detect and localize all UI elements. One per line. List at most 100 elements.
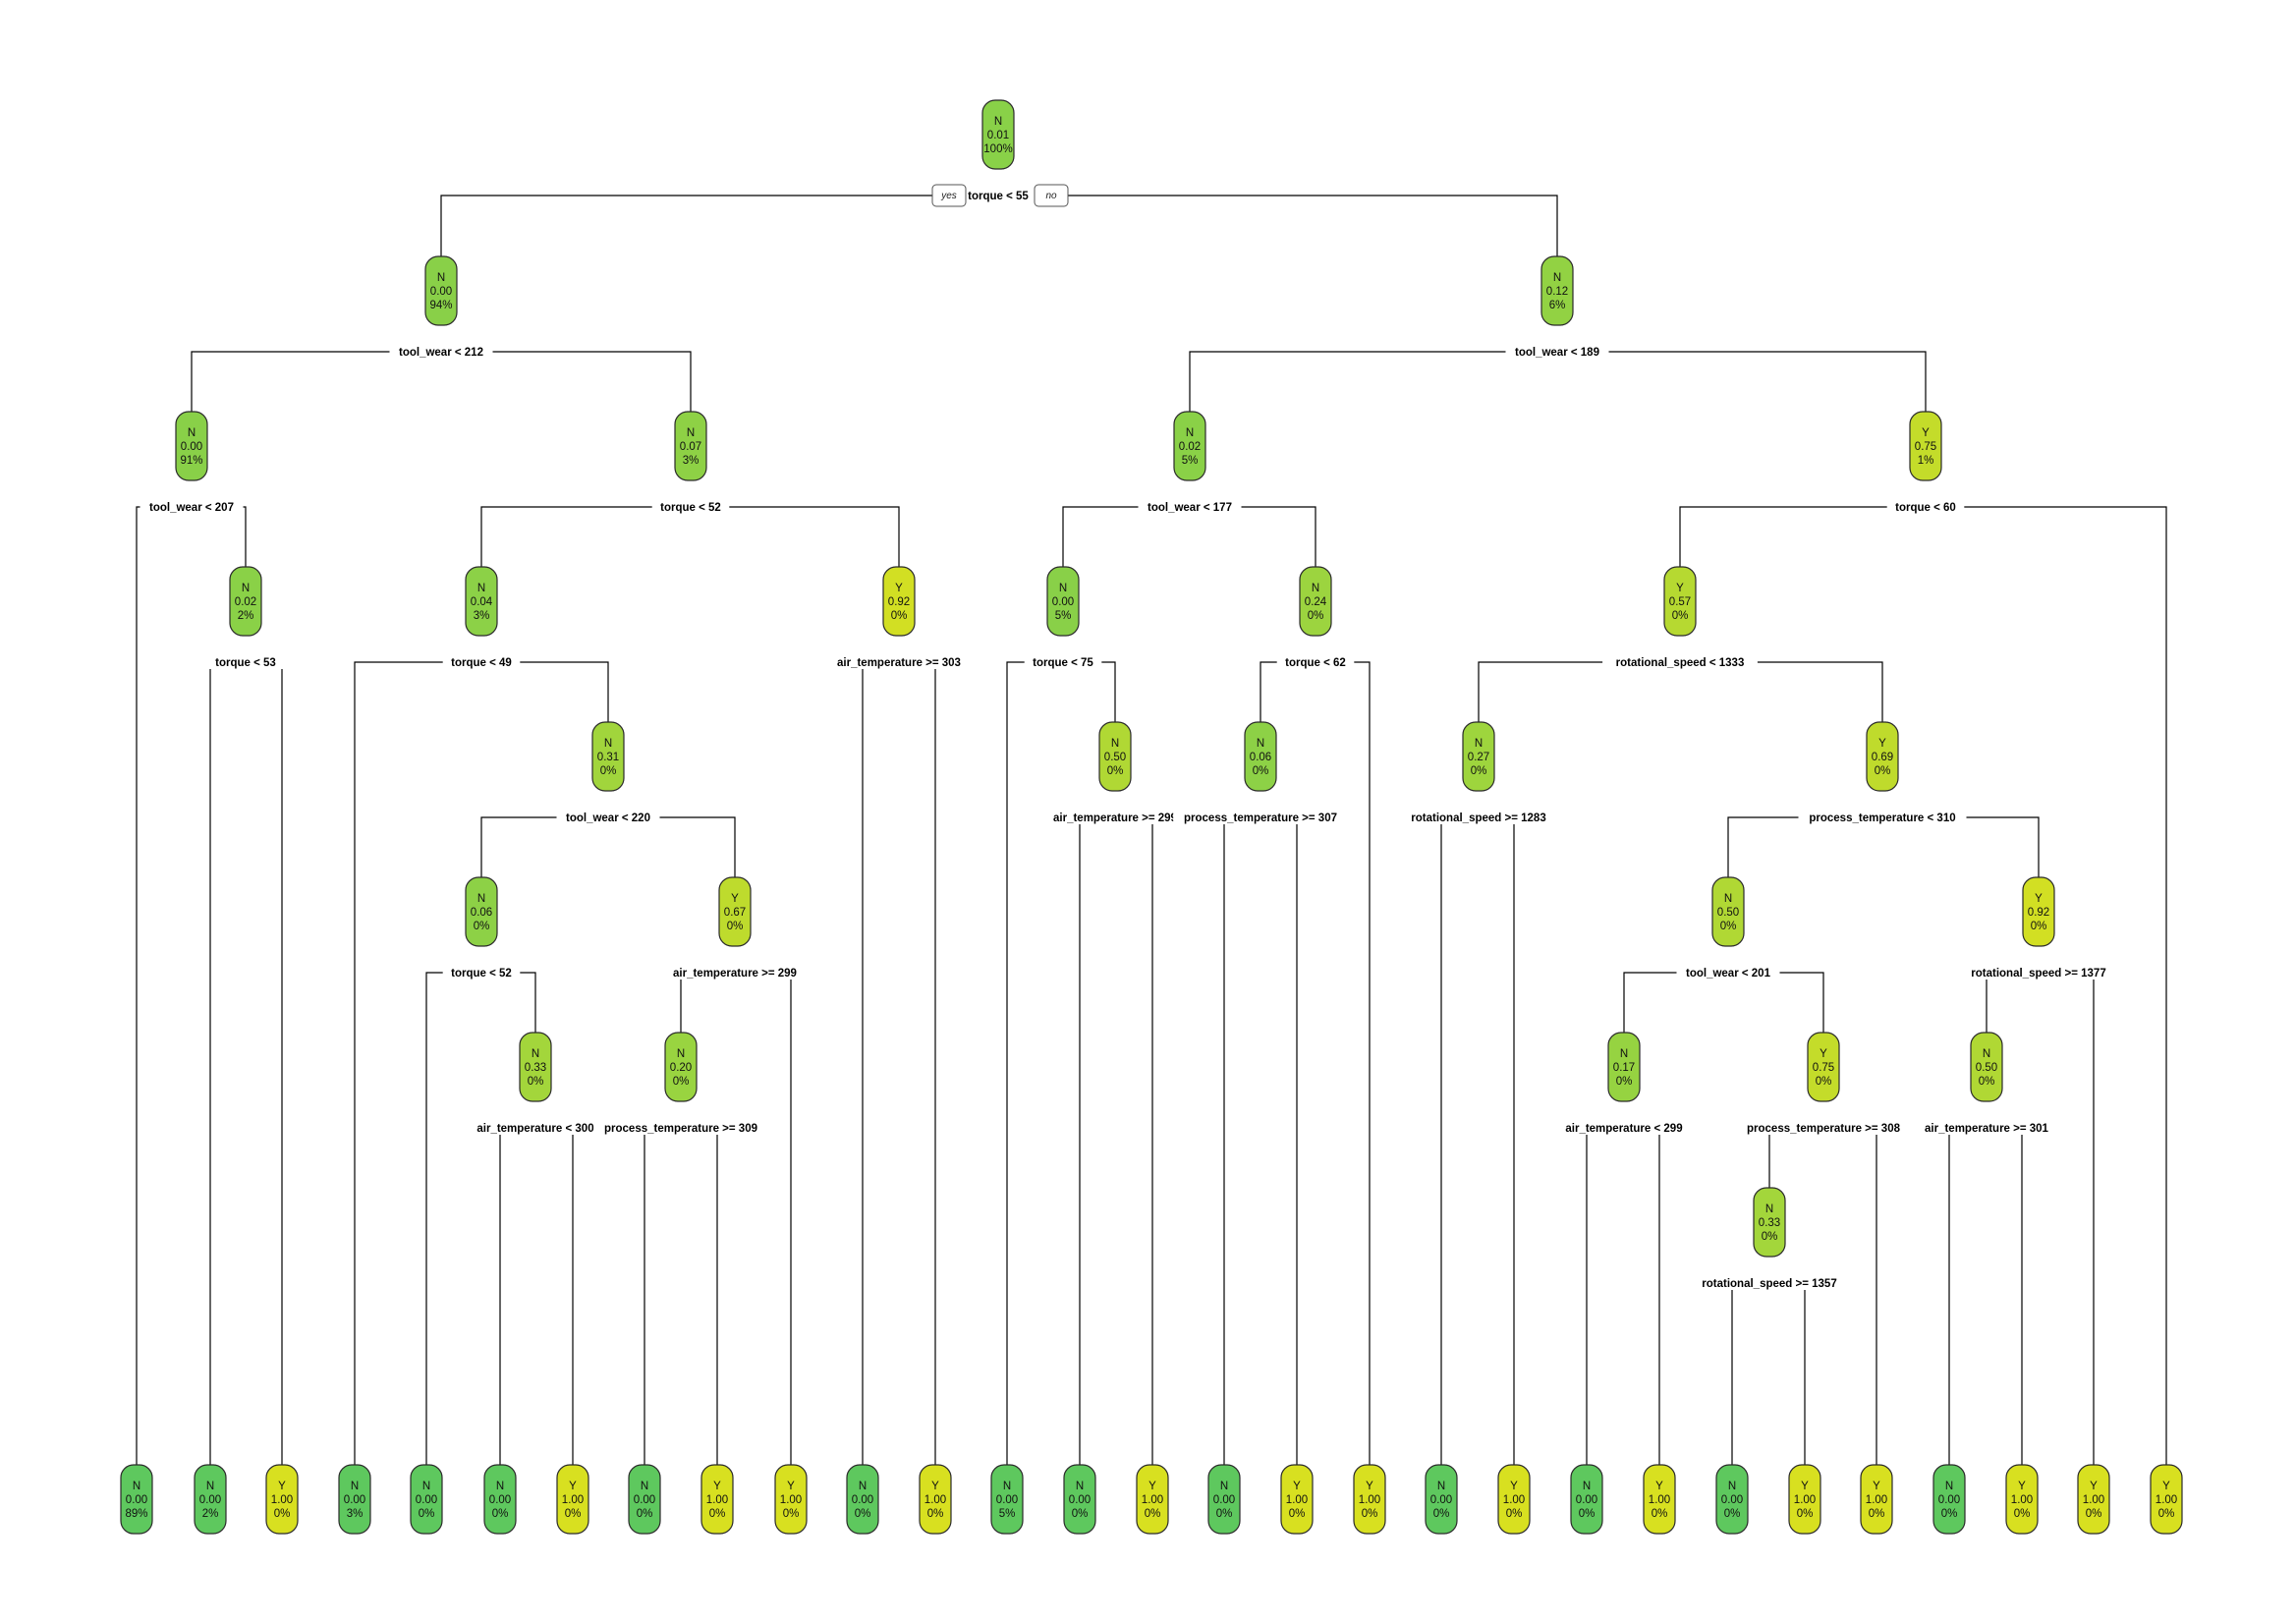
node-class-label: Y (1873, 1481, 1880, 1492)
tree-node-59: Y0.920% (2022, 876, 2055, 947)
node-class-label: Y (2090, 1481, 2098, 1492)
node-probability: 0.31 (597, 752, 619, 763)
tree-node-26: N0.060% (1244, 721, 1277, 792)
node-class-label: N (994, 116, 1002, 128)
node-class-label: Y (278, 1481, 286, 1492)
tree-node-234: N0.330% (1753, 1187, 1786, 1258)
node-probability: 0.27 (1468, 752, 1489, 763)
tree-edge-85 (499, 1127, 574, 1465)
node-probability: 0.00 (344, 1494, 365, 1506)
tree-edge-12 (1006, 661, 1116, 1465)
leaf-node-27: Y1.000% (1353, 1464, 1386, 1535)
tree-node-5: N0.073% (674, 411, 707, 481)
node-class-label: Y (1878, 738, 1886, 750)
node-probability: 0.00 (1213, 1494, 1235, 1506)
node-class-label: N (1620, 1048, 1628, 1060)
node-class-label: N (687, 427, 695, 439)
node-probability: 0.92 (2028, 907, 2049, 919)
node-class-label: N (1312, 583, 1319, 594)
leaf-node-19: Y1.000% (265, 1464, 299, 1535)
node-percent: 1% (1918, 455, 1934, 467)
node-class-label: Y (2018, 1481, 2026, 1492)
node-percent: 0% (1724, 1508, 1741, 1520)
split-label-bg (1138, 499, 1242, 514)
node-probability: 0.00 (1938, 1494, 1960, 1506)
leaf-node-24: N0.005% (990, 1464, 1024, 1535)
node-probability: 0.00 (416, 1494, 437, 1506)
node-probability: 1.00 (1142, 1494, 1163, 1506)
split-label-58: tool_wear < 201 (1686, 968, 1771, 980)
tree-node-28: N0.270% (1462, 721, 1495, 792)
node-probability: 0.00 (1069, 1494, 1091, 1506)
leaf-node-15: Y1.000% (2150, 1464, 2183, 1535)
node-class-label: N (1437, 1481, 1445, 1492)
node-probability: 0.00 (1576, 1494, 1597, 1506)
node-percent: 0% (1506, 1508, 1523, 1520)
node-probability: 1.00 (2156, 1494, 2177, 1506)
node-percent: 0% (1652, 1508, 1668, 1520)
node-probability: 0.00 (1430, 1494, 1452, 1506)
node-probability: 1.00 (2083, 1494, 2104, 1506)
split-label-bg (1024, 654, 1102, 669)
node-probability: 0.00 (181, 441, 202, 453)
split-label-42: torque < 52 (451, 968, 512, 980)
tree-edge-42 (425, 972, 536, 1465)
split-label-bg (442, 654, 521, 669)
node-probability: 0.07 (680, 441, 701, 453)
split-label-5: torque < 52 (660, 502, 721, 514)
node-class-label: N (1076, 1481, 1084, 1492)
node-class-label: Y (1801, 1481, 1809, 1492)
node-probability: 1.00 (2011, 1494, 2033, 1506)
node-percent: 0% (1797, 1508, 1814, 1520)
node-percent: 0% (1762, 1231, 1778, 1243)
tree-node-3: N0.126% (1540, 255, 1574, 326)
node-class-label: N (641, 1481, 648, 1492)
node-class-label: N (1003, 1481, 1011, 1492)
node-probability: 0.00 (489, 1494, 511, 1506)
node-probability: 0.00 (199, 1494, 221, 1506)
node-class-label: N (1583, 1481, 1591, 1492)
node-class-label: N (206, 1481, 214, 1492)
node-percent: 0% (1941, 1508, 1958, 1520)
tree-edge-4 (136, 506, 247, 1465)
node-percent: 0% (1308, 610, 1324, 622)
node-percent: 94% (429, 300, 452, 311)
node-percent: 0% (474, 921, 490, 932)
node-class-label: Y (569, 1481, 577, 1492)
split-label-bg (1040, 810, 1190, 824)
split-label-bg (824, 654, 974, 669)
node-percent: 0% (1616, 1076, 1633, 1088)
tree-node-25: N0.500% (1098, 721, 1132, 792)
split-label-25: air_temperature >= 299 (1053, 812, 1177, 824)
tree-edge-58 (1623, 972, 1824, 1033)
node-probability: 0.69 (1872, 752, 1893, 763)
node-class-label: N (496, 1481, 504, 1492)
tree-node-12: N0.005% (1046, 566, 1080, 637)
node-class-label: N (1257, 738, 1264, 750)
tree-edge-118 (1948, 1127, 2023, 1465)
node-percent: 0% (1289, 1508, 1306, 1520)
tree-node-21: N0.310% (591, 721, 625, 792)
tree-edge-6 (1062, 506, 1316, 567)
split-label-1: torque < 55 (968, 191, 1029, 202)
split-label-bg (1276, 654, 1355, 669)
split-label-bg (389, 344, 493, 359)
split-label-bg (556, 810, 660, 824)
split-label-bg (1602, 654, 1758, 669)
node-probability: 0.33 (525, 1062, 546, 1074)
node-probability: 0.00 (1721, 1494, 1743, 1506)
tree-edge-2 (191, 351, 692, 412)
node-class-label: Y (2162, 1481, 2170, 1492)
node-percent: 0% (2086, 1508, 2102, 1520)
node-percent: 0% (1672, 610, 1689, 622)
node-class-label: Y (1510, 1481, 1518, 1492)
split-label-85: air_temperature < 300 (476, 1123, 593, 1135)
node-class-label: Y (713, 1481, 721, 1492)
node-class-label: N (1724, 893, 1732, 905)
leaf-node-52: N0.000% (1207, 1464, 1241, 1535)
split-label-13: torque < 62 (1285, 657, 1346, 669)
node-percent: 0% (1579, 1508, 1596, 1520)
node-class-label: N (1059, 583, 1067, 594)
node-percent: 0% (565, 1508, 582, 1520)
split-label-43: air_temperature >= 299 (673, 968, 797, 980)
